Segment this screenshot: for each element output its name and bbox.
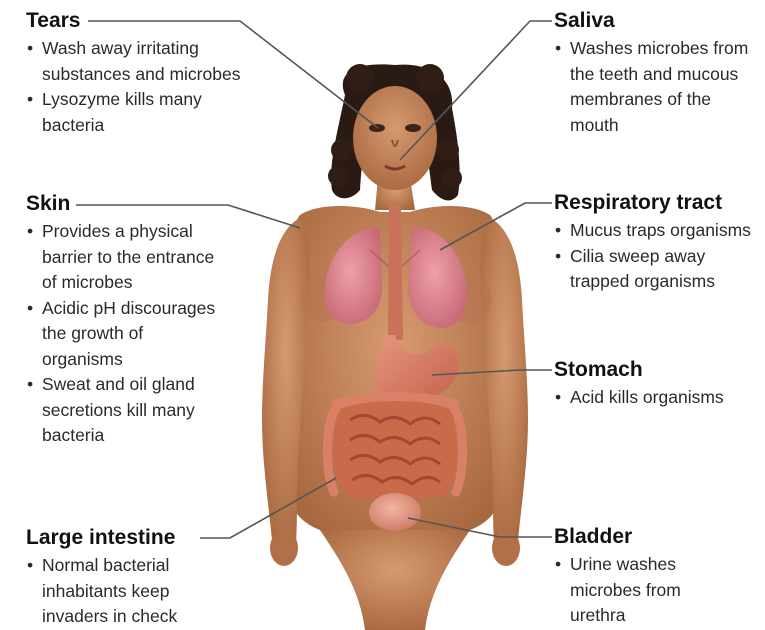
label-tears-bullets: Wash away irritating substances and micr…: [26, 36, 241, 138]
label-stomach-bullets: Acid kills organisms: [554, 385, 759, 411]
bullet-item: Lysozyme kills many bacteria: [26, 87, 241, 138]
label-respiratory-title: Respiratory tract: [554, 191, 759, 215]
label-tears-title: Tears: [26, 9, 241, 33]
label-skin-title: Skin: [26, 192, 226, 216]
bullet-item: Wash away irritating substances and micr…: [26, 36, 241, 87]
bullet-item: Urine washes microbes from urethra: [554, 552, 724, 629]
label-saliva: Saliva Washes microbes from the teeth an…: [554, 9, 754, 138]
label-respiratory-bullets: Mucus traps organisms Cilia sweep away t…: [554, 218, 759, 295]
bullet-item: Cilia sweep away trapped organisms: [554, 244, 759, 295]
bullet-item: Acid kills organisms: [554, 385, 759, 411]
bullet-item: Normal bacterial inhabitants keep invade…: [26, 553, 226, 630]
label-saliva-title: Saliva: [554, 9, 754, 33]
bullet-item: Mucus traps organisms: [554, 218, 759, 244]
label-skin-bullets: Provides a physical barrier to the entra…: [26, 219, 226, 449]
esophagus: [388, 205, 403, 340]
bullet-item: Washes microbes from the teeth and mucou…: [554, 36, 754, 138]
label-tears: Tears Wash away irritating substances an…: [26, 9, 241, 138]
label-large-intestine-bullets: Normal bacterial inhabitants keep invade…: [26, 553, 226, 630]
label-skin: Skin Provides a physical barrier to the …: [26, 192, 226, 449]
label-bladder: Bladder Urine washes microbes from ureth…: [554, 525, 724, 629]
label-stomach-title: Stomach: [554, 358, 759, 382]
label-bladder-bullets: Urine washes microbes from urethra: [554, 552, 724, 629]
bladder: [369, 493, 421, 531]
label-large-intestine: Large intestine Normal bacterial inhabit…: [26, 526, 226, 630]
bullet-item: Acidic pH discourages the growth of orga…: [26, 296, 226, 373]
label-respiratory-tract: Respiratory tract Mucus traps organisms …: [554, 191, 759, 295]
label-saliva-bullets: Washes microbes from the teeth and mucou…: [554, 36, 754, 138]
bullet-item: Sweat and oil gland secretions kill many…: [26, 372, 226, 449]
label-bladder-title: Bladder: [554, 525, 724, 549]
label-stomach: Stomach Acid kills organisms: [554, 358, 759, 411]
head: [353, 86, 437, 190]
label-large-intestine-title: Large intestine: [26, 526, 226, 550]
bullet-item: Provides a physical barrier to the entra…: [26, 219, 226, 296]
intestines: [327, 397, 462, 501]
